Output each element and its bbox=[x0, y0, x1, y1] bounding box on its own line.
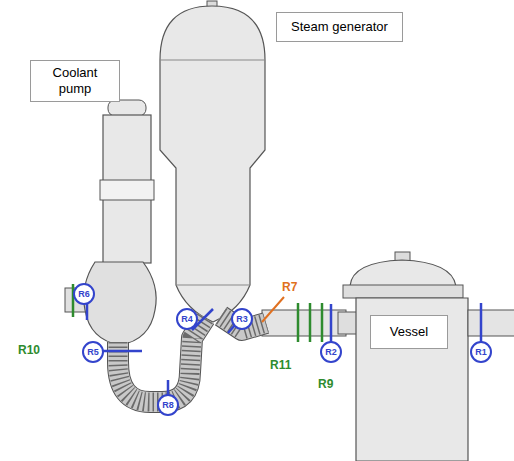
callout-circle: R1 bbox=[470, 341, 492, 363]
label-box: Steam generator bbox=[276, 12, 403, 42]
callout-circle: R8 bbox=[157, 394, 179, 416]
callout-circle: R4 bbox=[176, 308, 198, 330]
cut-label: R7 bbox=[282, 280, 297, 294]
callout-number: R2 bbox=[325, 348, 337, 357]
component-name: Coolant pump bbox=[39, 65, 111, 98]
label-box: Vessel bbox=[370, 315, 448, 349]
cut-label: R9 bbox=[318, 377, 333, 391]
label-box: Coolant pump bbox=[30, 60, 120, 102]
callout-number: R4 bbox=[181, 315, 193, 324]
cut-label: R10 bbox=[18, 343, 40, 357]
callout-circle: R6 bbox=[73, 283, 95, 305]
callout-number: R8 bbox=[162, 401, 174, 410]
callout-number: R6 bbox=[78, 290, 90, 299]
callout-number: R3 bbox=[236, 315, 248, 324]
component-name: Vessel bbox=[390, 324, 428, 340]
callout-circle: R3 bbox=[231, 308, 253, 330]
callout-circle: R5 bbox=[82, 341, 104, 363]
component-name: Steam generator bbox=[291, 19, 388, 35]
callout-number: R5 bbox=[87, 348, 99, 357]
callout-circle: R2 bbox=[320, 341, 342, 363]
callout-number: R1 bbox=[475, 348, 487, 357]
cut-label: R11 bbox=[270, 358, 291, 372]
